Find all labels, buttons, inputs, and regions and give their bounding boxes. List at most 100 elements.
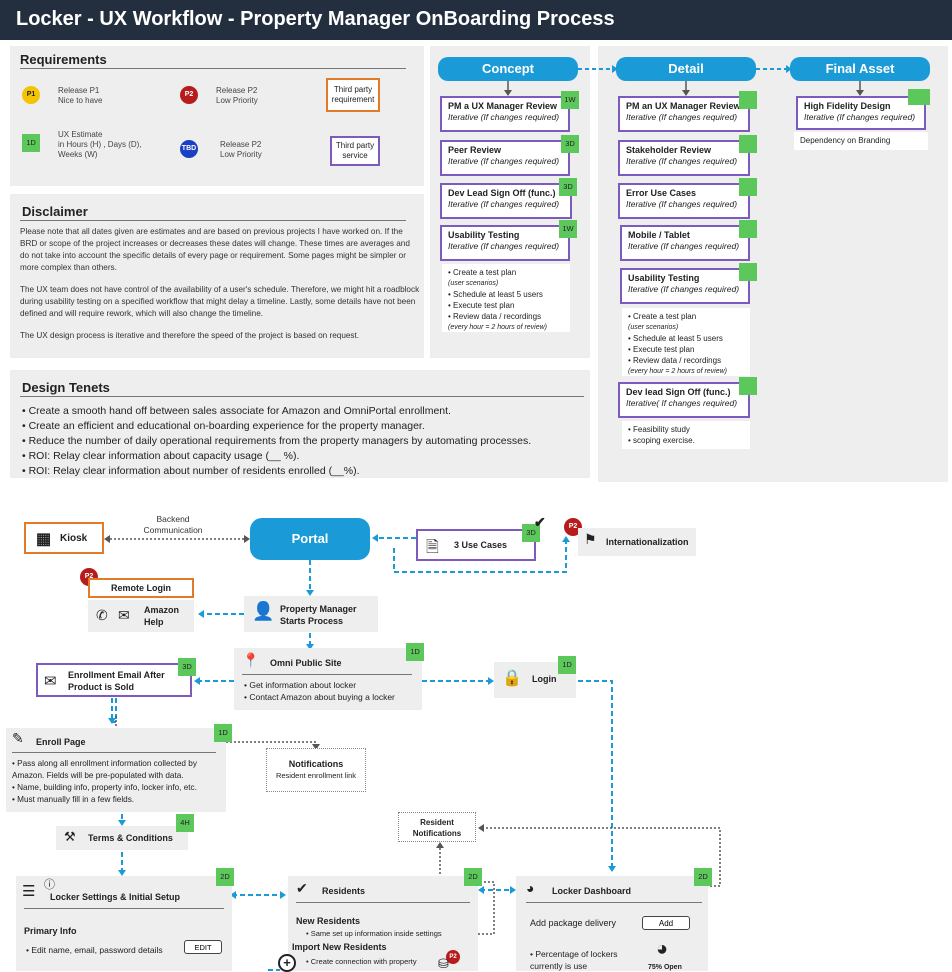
edit-button[interactable]: EDIT — [184, 940, 222, 954]
list-item: • Feasibility study — [628, 425, 690, 434]
detail-card-mobile: Mobile / Tablet Iterative (If changes re… — [620, 225, 750, 261]
estimate-badge: 1W — [561, 91, 579, 109]
import-residents-label: Import New Residents — [292, 942, 387, 952]
disclaimer-body: Please note that all dates given are est… — [20, 226, 420, 342]
use-cases-node: 🗎 3 Use Cases — [416, 529, 536, 561]
pie-chart-icon: ◕ — [526, 880, 535, 896]
estimate-badge: 3D — [178, 658, 196, 676]
kiosk-icon: ▦ — [36, 531, 52, 548]
tenets-panel: Design Tenets • Create a smooth hand off… — [10, 370, 590, 478]
disclaimer-p2: The UX team does not have control of the… — [20, 285, 420, 318]
detail-card-pm-review: PM an UX Manager Review Iterative (If ch… — [618, 96, 750, 132]
phase-detail: Detail — [616, 57, 756, 81]
estimate-badge — [739, 220, 757, 238]
tbd-badge: TBD — [180, 140, 198, 158]
card-title: High Fidelity Design — [804, 101, 891, 111]
concept-card-peer-review: Peer Review Iterative (If changes requir… — [440, 140, 570, 176]
card-title: Stakeholder Review — [626, 145, 712, 155]
list-item: • Execute test plan — [448, 301, 515, 310]
primary-info-line: • Edit name, email, password details — [26, 945, 163, 955]
final-note: Dependency on Branding — [794, 132, 928, 150]
list-item: • Create a test plan — [628, 312, 697, 321]
third-party-service: Third party service — [330, 136, 380, 166]
divider — [20, 220, 406, 221]
settings-title: Locker Settings & Initial Setup — [50, 892, 181, 902]
omni-line1: • Get information about locker — [244, 680, 357, 690]
email-label: Enrollment Email After Product is Sold — [68, 670, 165, 692]
pm-starts-label: Property Manager Starts Process — [280, 604, 357, 626]
concept-card-dev-signoff: Dev Lead Sign Off (func.) Iterative (If … — [440, 183, 572, 219]
notifications-title: Notifications — [288, 759, 344, 769]
tenet-item: • ROI: Relay clear information about cap… — [22, 450, 300, 462]
estimate-line2: in Hours (H) , Days (D), — [58, 140, 142, 149]
requirements-heading: Requirements — [20, 52, 107, 67]
tbd-line2: Low Priority — [220, 150, 262, 159]
estimate-legend: UX Estimate in Hours (H) , Days (D), Wee… — [58, 130, 142, 160]
card-title: Mobile / Tablet — [628, 230, 690, 240]
phone-icon: ✆ — [96, 607, 108, 623]
card-title: Error Use Cases — [626, 188, 697, 198]
gavel-icon: ⚒ — [64, 829, 76, 844]
internationalization-node: ⚑ Internationalization — [578, 528, 696, 556]
kiosk-node: ▦ Kiosk — [24, 522, 104, 554]
locker-settings-node: ☰ ⓘ Locker Settings & Initial Setup Prim… — [16, 876, 232, 971]
amazon-help-label: Amazon Help — [144, 605, 180, 627]
list-item: (user scenarios) — [448, 280, 499, 287]
p2-line2: Low Priority — [216, 96, 258, 105]
terms-node: ⚒ Terms & Conditions — [56, 826, 188, 850]
concept-usability-list: • Create a test plan (user scenarios) • … — [442, 264, 570, 332]
estimate-badge: 3D — [559, 178, 577, 196]
edit-icon: ✎ — [12, 730, 24, 746]
enroll-page-node: ✎ Enroll Page • Pass along all enrollmen… — [6, 728, 226, 812]
estimate-badge — [739, 178, 757, 196]
check-icon: ✔ — [534, 514, 546, 530]
card-title: PM an UX Manager Review — [626, 101, 741, 111]
new-res-line: • Same set up information inside setting… — [306, 929, 442, 938]
p2-badge: P2 — [564, 518, 582, 536]
card-subtitle: Iterative (If changes required) — [804, 112, 916, 122]
omni-title: Omni Public Site — [270, 658, 342, 668]
tbd-legend: Release P2 Low Priority — [220, 140, 262, 160]
card-title: Dev Lead Sign Off (func.) — [448, 188, 556, 198]
p1-line1: Release P1 — [58, 86, 100, 95]
p1-line2: Nice to have — [58, 96, 103, 105]
list-item: • Pass along all enrollment information … — [12, 759, 197, 780]
list-icon: ☰ — [22, 883, 36, 900]
estimate-line1: UX Estimate — [58, 130, 103, 139]
phase-final: Final Asset — [790, 57, 930, 81]
detail-card-usability: Usability Testing Iterative (If changes … — [620, 268, 750, 304]
backend-label: Backend Communication — [143, 514, 203, 535]
divider — [20, 68, 406, 69]
card-title: Usability Testing — [448, 230, 520, 240]
card-subtitle: Iterative (If changes required) — [626, 156, 738, 166]
primary-info-label: Primary Info — [24, 926, 77, 936]
page-title: Locker - UX Workflow - Property Manager … — [0, 0, 952, 40]
detail-usability-list: • Create a test plan (user scenarios) • … — [622, 308, 750, 376]
p2-badge: P2 — [446, 950, 460, 964]
kiosk-label: Kiosk — [60, 533, 88, 544]
tenets-list: • Create a smooth hand off between sales… — [22, 404, 531, 479]
omni-line2: • Contact Amazon about buying a locker — [244, 692, 395, 702]
tenet-item: • Create a smooth hand off between sales… — [22, 405, 451, 417]
disclaimer-p1: Please note that all dates given are est… — [20, 227, 410, 272]
database-icon: ⛁ — [438, 956, 449, 971]
tenet-item: • Reduce the number of daily operational… — [22, 435, 532, 447]
notifications-node: Notifications Resident enrollment link — [266, 748, 366, 792]
user-icon: 👤 — [252, 601, 275, 621]
dashboard-title: Locker Dashboard — [552, 886, 632, 896]
add-package-button[interactable]: Add — [642, 916, 690, 930]
enroll-title: Enroll Page — [36, 737, 86, 747]
new-residents-label: New Residents — [296, 916, 361, 926]
detail-card-dev-signoff: Dev lead Sign Off (func.) Iterative( If … — [618, 382, 750, 418]
residents-title: Residents — [322, 886, 366, 896]
list-item: • Create a test plan — [448, 268, 517, 277]
list-item: • Review data / recordings — [628, 356, 722, 365]
amazon-help-node: ✆ ✉ Amazon Help — [88, 600, 194, 632]
estimate-badge: 3D — [561, 135, 579, 153]
p2-legend: Release P2 Low Priority — [216, 86, 258, 106]
estimate-badge — [908, 89, 930, 105]
final-card-hifi: High Fidelity Design Iterative (If chang… — [796, 96, 926, 130]
divider — [296, 902, 470, 903]
terms-label: Terms & Conditions — [88, 833, 173, 843]
phase-concept: Concept — [438, 57, 578, 81]
